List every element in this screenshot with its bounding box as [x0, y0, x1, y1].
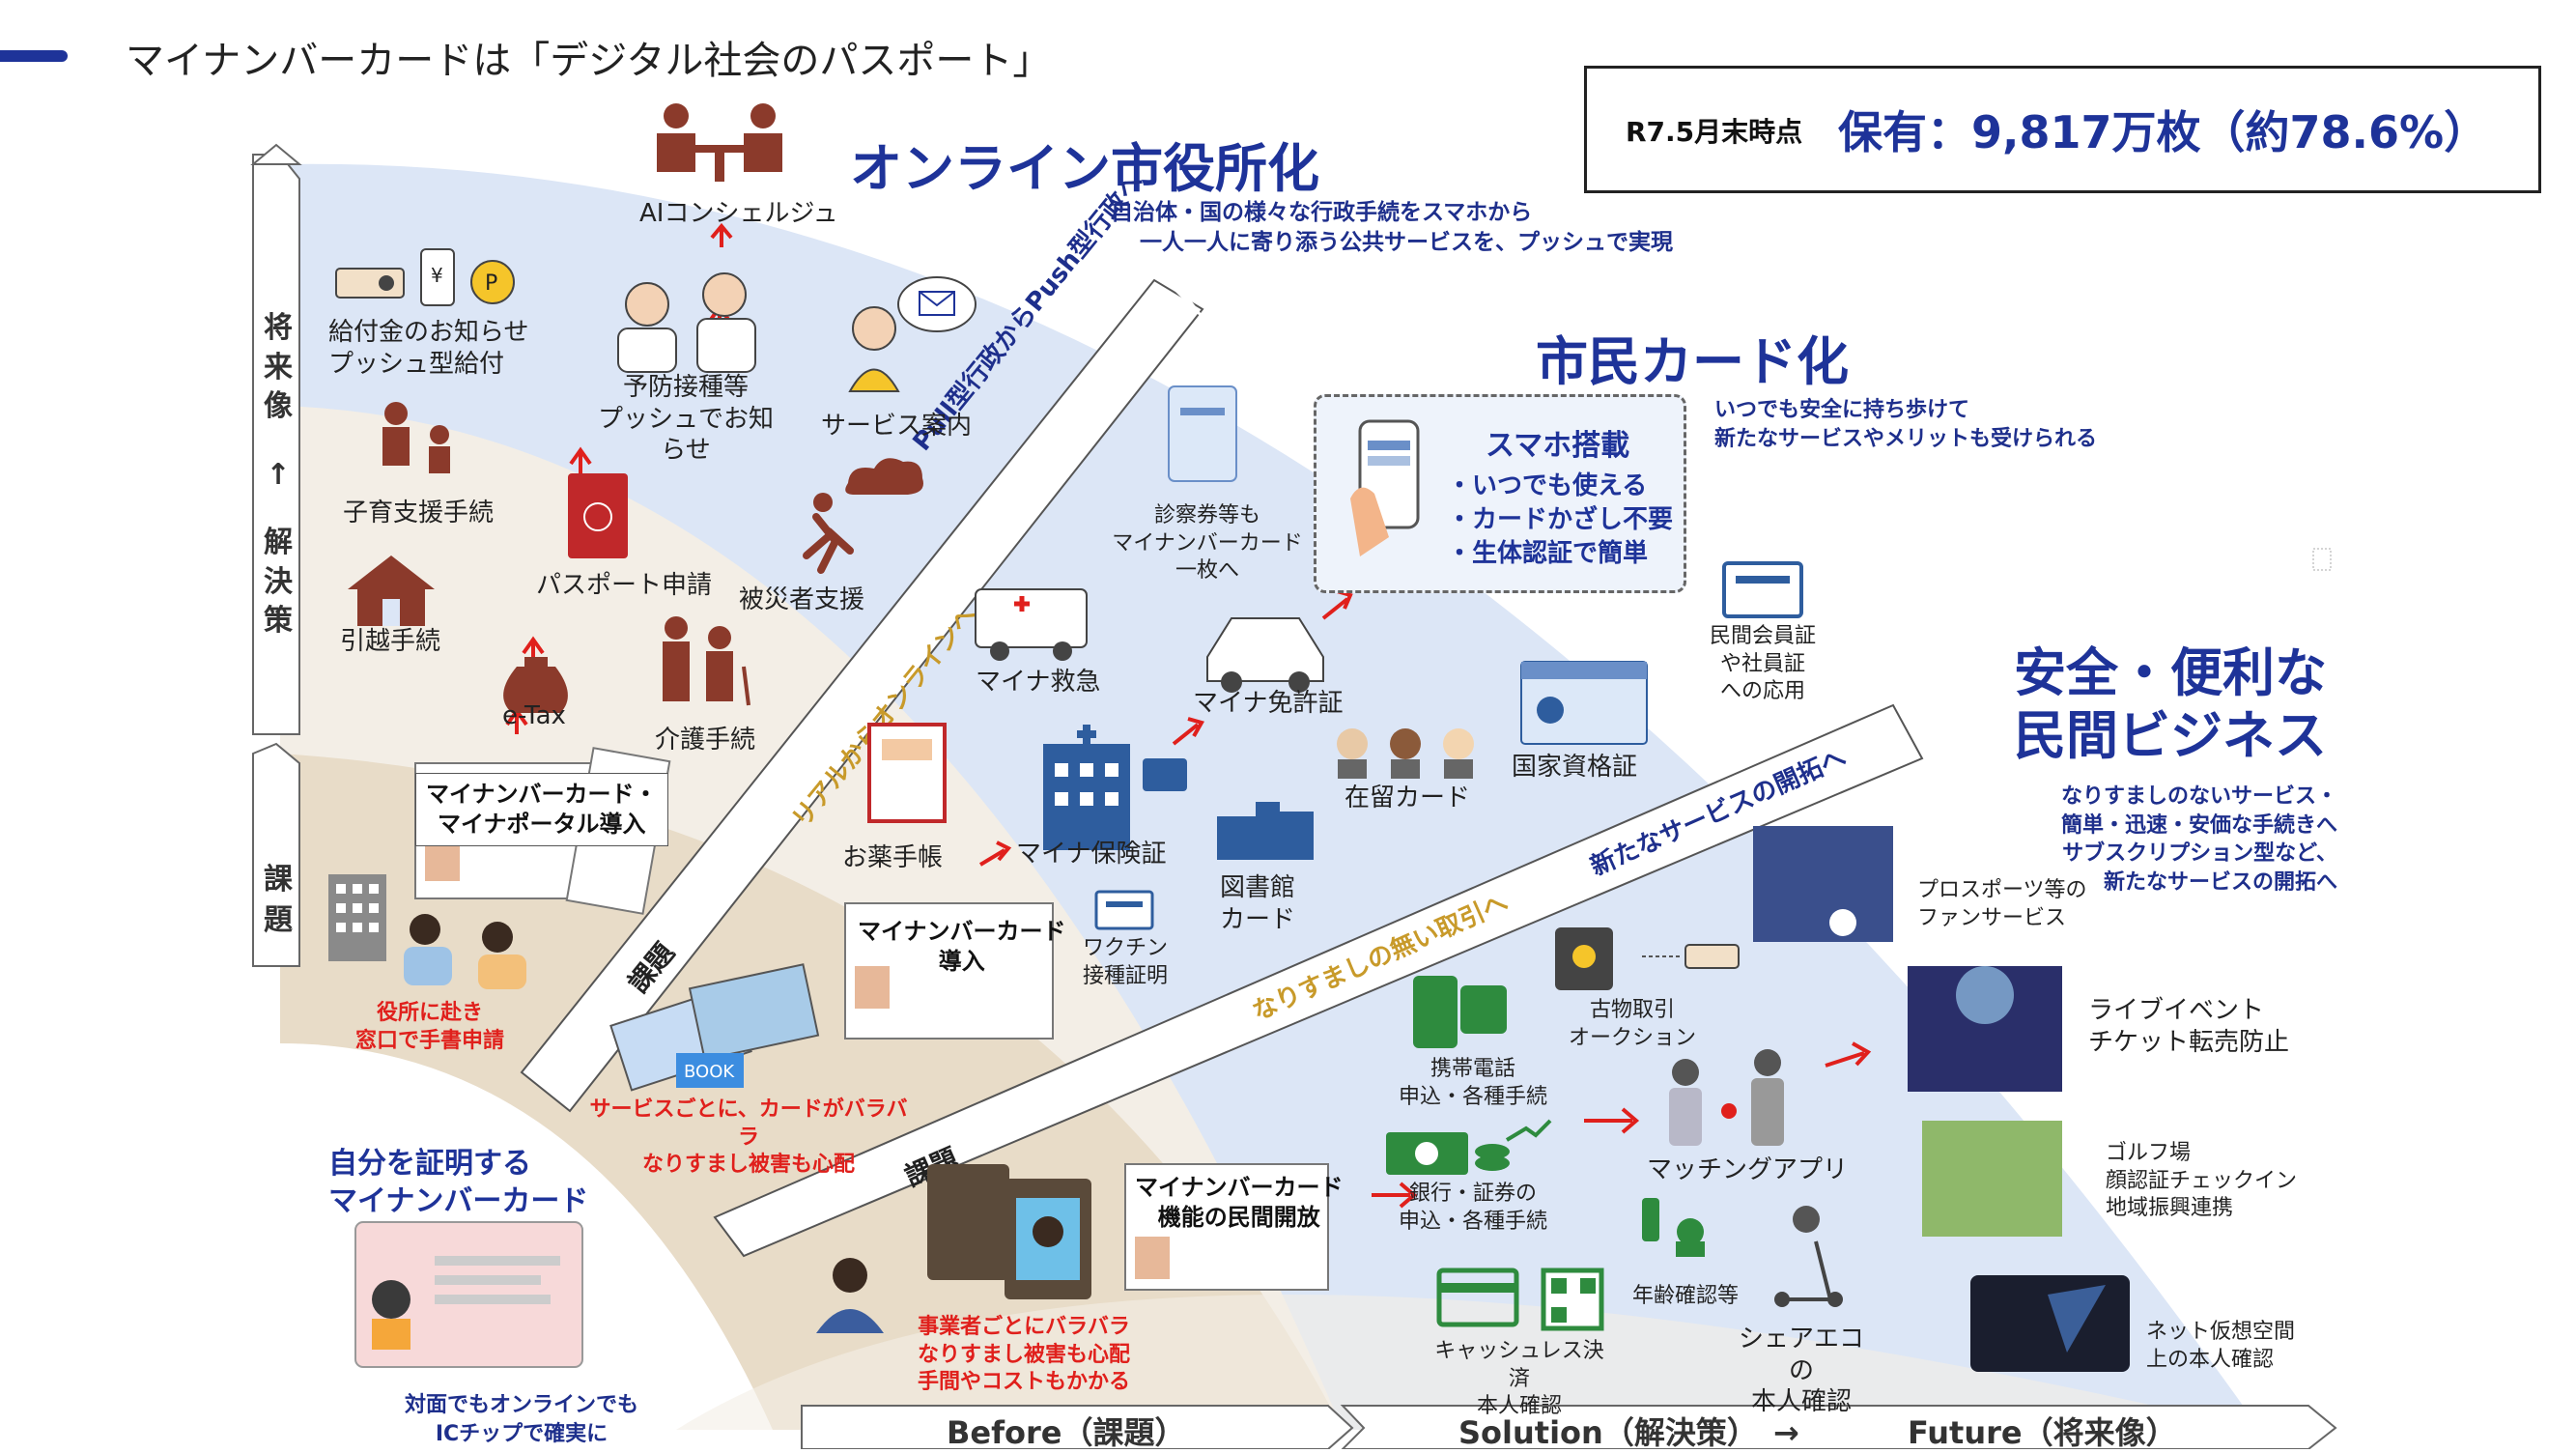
label-scooter: シェアエコの本人確認: [1738, 1325, 1864, 1416]
label-ai: AIコンシェルジュ: [639, 199, 838, 228]
label-portal: マイナンバーカード・マイナポータル導入: [415, 773, 668, 847]
label-cashless: キャッシュレス決済本人確認: [1434, 1339, 1604, 1419]
label-benefit: 給付金のお知らせプッシュ型給付: [328, 318, 529, 379]
label-vendor-issue: 事業者ごとにバラバラなりすまし被害も心配手間やコストもかかる: [917, 1315, 1130, 1395]
label-insurance: マイナ保険証: [1016, 840, 1167, 869]
page-title: マイナンバーカードは「デジタル社会のパスポート」: [126, 39, 1052, 83]
label-golf: ゴルフ場顔認証チェックイン地域振興連携: [2106, 1141, 2298, 1221]
label-medicine: お薬手帳: [842, 843, 944, 872]
heading-citizen: 市民カード化: [1536, 331, 1849, 392]
label-self: 自分を証明するマイナンバーカード: [328, 1147, 589, 1218]
label-disaster: 被災者支援: [739, 585, 865, 614]
label-qualification: 国家資格証: [1512, 753, 1638, 782]
business-desc: なりすましのないサービス・簡単・迅速・安価な手続きへ サブスクリプション型など、…: [2060, 784, 2337, 896]
title-accent-bar: [0, 50, 68, 62]
label-service: サービス案内: [821, 412, 973, 441]
bottom-future: Future（将来像）: [1908, 1414, 2177, 1451]
online-desc: 自治体・国の様々な行政手続をスマホから一人一人に寄り添う公共サービスを、プッシュ…: [1111, 200, 1673, 256]
axis-future-label: 将来像 ↑ 解決策: [264, 311, 293, 638]
smartphone-points: ・いつでも使える・カードかざし不要・生体認証で簡単: [1447, 471, 1674, 569]
label-auction: 古物取引オークション: [1568, 998, 1696, 1050]
citizen-desc: いつでも安全に持ち歩けて新たなサービスやメリットも受けられる: [1714, 398, 2098, 451]
bottom-before: Before（課題）: [947, 1414, 1186, 1451]
label-counter-issue: 役所に赴き窓口で手書申請: [354, 1001, 504, 1053]
label-virtual: ネット仮想空間上の本人確認: [2146, 1320, 2296, 1372]
heading-online: オンライン市役所化: [850, 138, 1319, 199]
stat-date: R7.5月末時点: [1626, 116, 1803, 148]
stat-box: R7.5月末時点 保有：9,817万枚（約78.6%）: [1584, 66, 2541, 193]
label-live: ライブイベントチケット転売防止: [2088, 996, 2290, 1057]
label-member: 民間会員証や社員証への応用: [1709, 624, 1816, 704]
bottom-solution: Solution（解決策） →: [1458, 1414, 1799, 1451]
label-sports: プロスポーツ等のファンサービス: [1917, 878, 2087, 930]
smartphone-box: スマホ搭載 ・いつでも使える・カードかざし不要・生体認証で簡単: [1314, 394, 1686, 593]
label-bank: 銀行・証券の申込・各種手続: [1398, 1182, 1547, 1234]
label-license: マイナ免許証: [1193, 689, 1344, 718]
label-care: 介護手続: [655, 726, 756, 755]
new-service-band: [713, 703, 1924, 1258]
label-passport: パスポート申請: [536, 571, 713, 600]
label-library: 図書館カード: [1220, 873, 1296, 934]
label-residence: 在留カード: [1345, 783, 1471, 812]
label-matching: マッチングアプリ: [1647, 1155, 1849, 1184]
label-etax: e-Tax: [502, 701, 566, 730]
label-cards-issue: サービスごとに、カードがバラバラなりすまし被害も心配: [589, 1097, 908, 1178]
label-age: 年齢確認等: [1632, 1284, 1740, 1308]
label-ambulance: マイナ救急: [976, 668, 1101, 697]
axis-issue-label: 課題: [264, 863, 293, 937]
label-vaccine: 予防接種等プッシュでお知らせ: [597, 373, 774, 465]
label-private-open: マイナンバーカード機能の民間開放: [1135, 1174, 1344, 1232]
smartphone-icon: [1350, 419, 1420, 556]
stat-value: 保有：9,817万枚（約78.6%）: [1838, 106, 2489, 158]
label-mobile: 携帯電話申込・各種手続: [1398, 1057, 1547, 1109]
label-vaccine-cert: ワクチン接種証明: [1082, 936, 1168, 988]
label-moving: 引越手続: [340, 627, 441, 656]
heading-business: 安全・便利な民間ビジネス: [2014, 642, 2327, 766]
smartphone-title: スマホ搭載: [1486, 429, 1630, 463]
push-band: [520, 278, 1204, 1113]
label-intro: マイナンバーカード導入: [858, 918, 1066, 976]
label-childcare: 子育支援手続: [343, 499, 495, 527]
label-patient: 診察券等もマイナンバーカード一枚へ: [1112, 503, 1303, 584]
